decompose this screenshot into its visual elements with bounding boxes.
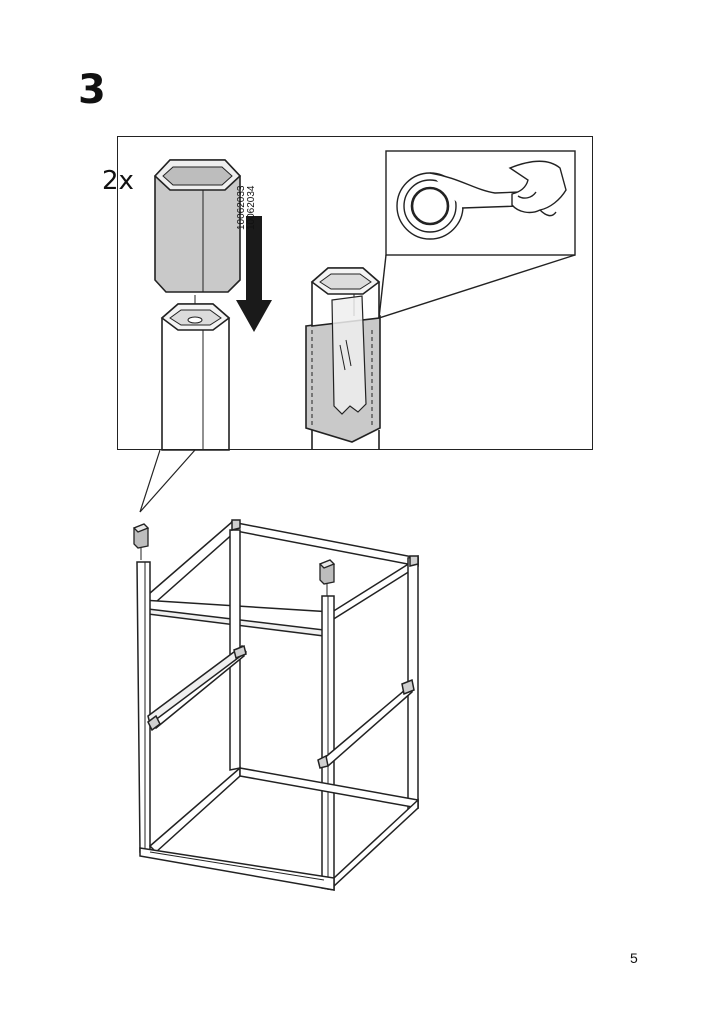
- part-number-2: 10062034: [246, 185, 257, 231]
- part-numbers: 10062033 10062034: [236, 172, 257, 232]
- insert-arrow-icon: [236, 216, 272, 332]
- quantity-label: 2x: [102, 166, 134, 196]
- frame-post: [160, 303, 231, 451]
- step-number: 3: [78, 67, 106, 113]
- detail-panel: [117, 136, 593, 450]
- page-number: 5: [630, 950, 638, 966]
- callout-pointer: [139, 449, 196, 513]
- foot-cap-small: [132, 523, 336, 596]
- foot-cap-part: [153, 159, 242, 293]
- cabinet-frame: [136, 519, 419, 891]
- tape-detail-inset: [378, 150, 576, 319]
- taped-post: [305, 267, 381, 450]
